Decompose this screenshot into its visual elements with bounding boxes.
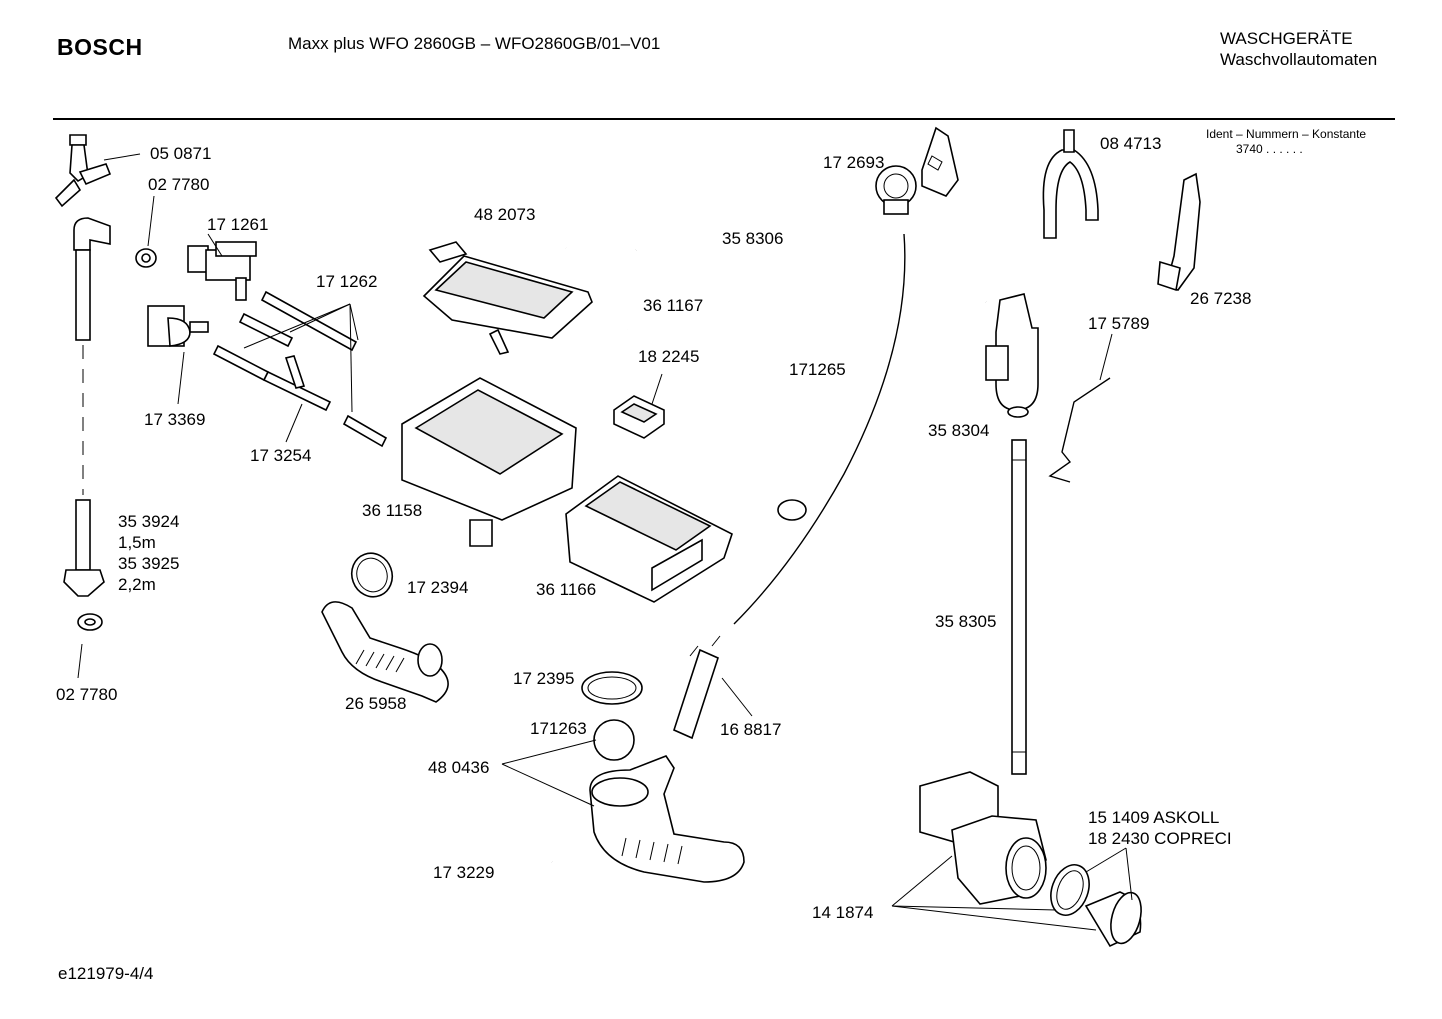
lint-filter-part [1084, 891, 1142, 948]
double-inlet-valve [187, 241, 257, 301]
label-173254: 17 3254 [250, 446, 311, 465]
o-ring-172395 [581, 671, 643, 705]
air-trap-358304 [985, 293, 1039, 418]
leader-050871 [103, 153, 141, 161]
label-171261: 17 1261 [207, 215, 268, 234]
label-358306: 35 8306 [722, 229, 783, 248]
label-151409: 15 1409 ASKOLL [1088, 808, 1219, 827]
leader-168817 [721, 677, 753, 717]
label-173369: 17 3369 [144, 410, 205, 429]
o-ring-172394 [350, 552, 394, 598]
wire-rod-175789 [1048, 377, 1111, 483]
detergent-drawer-part [565, 475, 733, 603]
inlet-hose-end [63, 499, 105, 597]
leader-171262-b [243, 303, 351, 349]
ident-label: Ident – Nummern – Konstante [1206, 127, 1367, 141]
short-hoses [212, 290, 388, 448]
leader-151409 [1125, 847, 1133, 901]
ident-block: Ident – Nummern – Konstante 3740 . . . .… [1206, 127, 1366, 157]
vertical-tube-358305 [1011, 439, 1027, 775]
label-358305: 35 8305 [935, 612, 996, 631]
air-tube-358306 [634, 184, 988, 306]
label-480436: 48 0436 [428, 758, 489, 777]
pressure-switch-172693 [875, 165, 917, 215]
label-265958: 26 5958 [345, 694, 406, 713]
label-171265: 171265 [789, 360, 846, 379]
drawing-code: e121979-4/4 [58, 964, 154, 983]
leader-173369 [177, 351, 185, 405]
leader-173254 [285, 403, 303, 443]
label-172693: 17 2693 [823, 153, 884, 172]
guide-part-267238 [1157, 172, 1201, 292]
leader-027780-bottom [77, 643, 83, 679]
seal-ring-bottom [77, 613, 103, 631]
drawer-clip-part [613, 395, 665, 439]
category-heading: WASCHGERÄTE Waschvollautomaten [1220, 28, 1377, 70]
leader-480436-a [501, 739, 597, 765]
label-173229: 17 3229 [433, 863, 494, 882]
label-027780-top: 02 7780 [148, 175, 209, 194]
bracket-part [921, 126, 959, 197]
bellows-hose-265958 [321, 601, 449, 703]
ball-171263 [593, 719, 635, 761]
label-353924: 35 3924 [118, 512, 179, 531]
label-175789: 17 5789 [1088, 314, 1149, 333]
inlet-hose-elbow [73, 217, 111, 341]
small-tube-part [565, 245, 631, 331]
label-027780-bottom: 02 7780 [56, 685, 117, 704]
label-084713: 08 4713 [1100, 134, 1161, 153]
label-267238: 26 7238 [1190, 289, 1251, 308]
category-line2: Waschvollautomaten [1220, 50, 1378, 69]
label-361158: 36 1158 [362, 501, 422, 520]
header-rule [53, 118, 1395, 120]
leader-141874-a [891, 855, 953, 907]
label-171263: 171263 [530, 719, 587, 738]
label-182430: 18 2430 COPRECI [1088, 829, 1232, 848]
model-title: Maxx plus WFO 2860GB – WFO2860GB/01–V01 [288, 34, 661, 53]
label-141874: 14 1874 [812, 903, 873, 922]
label-361167: 36 1167 [643, 296, 703, 315]
leader-027780-top [147, 195, 155, 247]
sensor-168817 [673, 635, 721, 740]
label-353924-length: 1,5m [118, 533, 156, 552]
sump-hose-480436 [589, 755, 745, 883]
ident-value: 3740 . . . . . . [1236, 142, 1303, 156]
leader-175789 [1099, 333, 1113, 381]
seal-ring-pump [1050, 864, 1090, 916]
leader-141874-c [891, 905, 1097, 931]
hook-part-084713 [1042, 129, 1099, 239]
label-182245: 18 2245 [638, 347, 699, 366]
label-353925: 35 3925 [118, 554, 179, 573]
label-050871: 05 0871 [150, 144, 211, 163]
y-connector-part [54, 134, 112, 208]
leader-182245 [651, 373, 663, 405]
label-172394: 17 2394 [407, 578, 468, 597]
leader-171261 [207, 233, 223, 257]
label-353925-length: 2,2m [118, 575, 156, 594]
brand-logo: BOSCH [57, 34, 143, 60]
leader-182430 [1085, 847, 1127, 873]
leader-480436-b [501, 763, 595, 807]
drawer-housing-part [401, 377, 577, 547]
category-line1: WASCHGERÄTE [1220, 29, 1353, 48]
seal-ring-top [135, 248, 157, 268]
label-361166: 36 1166 [536, 580, 596, 599]
leader-141874-b [891, 905, 1057, 911]
label-482073: 48 2073 [474, 205, 535, 224]
leader-171262-c [349, 303, 359, 341]
drawer-cover-part [422, 241, 593, 355]
hose-173229 [405, 828, 554, 866]
label-172395: 17 2395 [513, 669, 574, 688]
pressure-tube-171265 [733, 233, 906, 625]
drain-pump-141874 [919, 771, 1047, 905]
label-168817: 16 8817 [720, 720, 781, 739]
label-171262: 17 1262 [316, 272, 377, 291]
leader-171262-d [349, 303, 353, 413]
single-inlet-valve [147, 305, 209, 347]
label-358304: 35 8304 [928, 421, 989, 440]
